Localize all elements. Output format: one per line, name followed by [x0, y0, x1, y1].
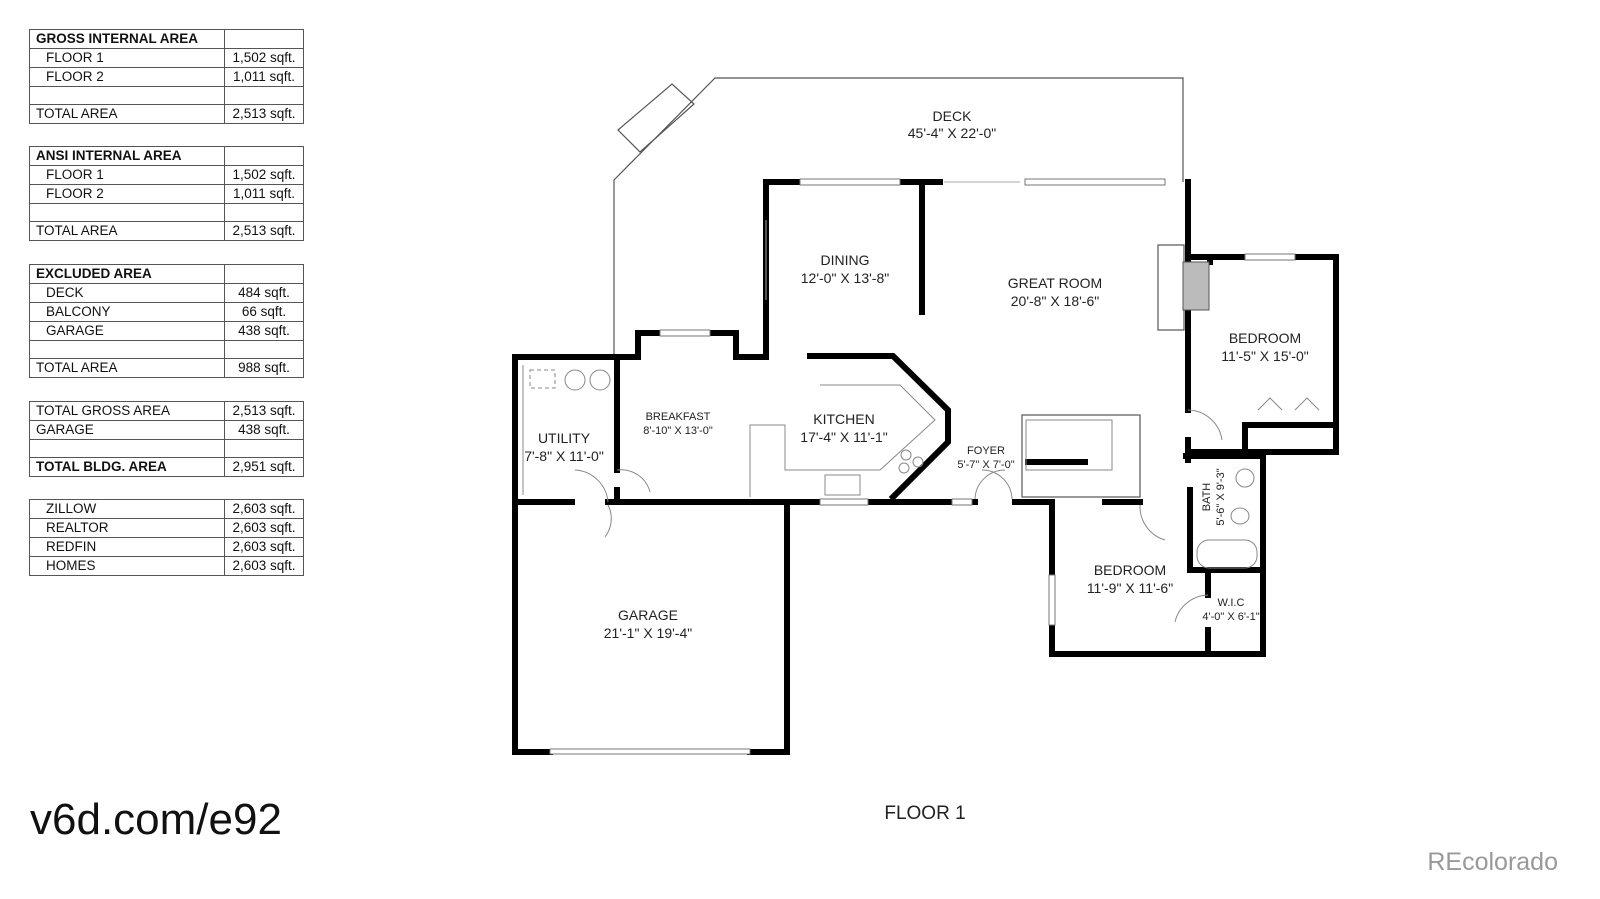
windows [549, 178, 1296, 755]
row-value: 1,502 sqft. [224, 165, 304, 185]
bath-name: BATH [1201, 483, 1213, 512]
dining-dim: 12'-0" X 13'-8" [801, 270, 889, 286]
foyer-name: FOYER [967, 445, 1005, 457]
total-value: 988 sqft. [224, 358, 304, 378]
row-label: TOTAL GROSS AREA [29, 401, 225, 421]
row-label: FLOOR 1 [29, 165, 225, 185]
row-label: HOMES [29, 556, 225, 576]
row-value: 2,603 sqft. [224, 556, 304, 576]
row-value: 1,011 sqft. [224, 67, 304, 87]
room-labels: DECK 45'-4" X 22'-0" DINING 12'-0" X 13'… [524, 108, 1309, 824]
kitchen-dim: 17'-4" X 11'-1" [800, 429, 887, 445]
foyer-dim: 5'-7" X 7'-0" [957, 459, 1014, 471]
bedroom2-name: BEDROOM [1094, 562, 1166, 578]
garage-dim: 21'-1" X 19'-4" [604, 625, 692, 641]
deck-name: DECK [933, 108, 973, 124]
breakfast-dim: 8'-10" X 13'-0" [643, 425, 713, 437]
floor-label: FLOOR 1 [884, 803, 965, 824]
utility-name: UTILITY [538, 430, 591, 446]
bedroom2-dim: 11'-9" X 11'-6" [1087, 580, 1173, 596]
row-label: GARAGE [29, 321, 225, 341]
garage-name: GARAGE [618, 607, 678, 623]
great-room-name: GREAT ROOM [1008, 275, 1102, 291]
total-label: TOTAL BLDG. AREA [29, 457, 225, 477]
row-label: GARAGE [29, 420, 225, 440]
bedroom1-dim: 11'-5" X 15'-0" [1221, 348, 1308, 364]
row-label: REALTOR [29, 518, 225, 538]
tour-url: v6d.com/e92 [30, 795, 282, 844]
wic-dim: 4'-0" X 6'-1" [1202, 611, 1259, 623]
wic-name: W.I.C [1218, 597, 1245, 609]
bedroom1-name: BEDROOM [1229, 330, 1301, 346]
brand-watermark: REcolorado [1427, 848, 1558, 876]
deck-outline [613, 77, 1184, 355]
row-value: 438 sqft. [224, 420, 304, 440]
walls [512, 179, 1339, 755]
table-header: ANSI INTERNAL AREA [29, 146, 225, 166]
total-value: 2,951 sqft. [224, 457, 304, 477]
total-label: TOTAL AREA [29, 104, 225, 124]
breakfast-name: BREAKFAST [646, 411, 711, 423]
row-value: 66 sqft. [224, 302, 304, 322]
utility-dim: 7'-8" X 11'-0" [524, 448, 604, 464]
total-value: 2,513 sqft. [224, 221, 304, 241]
dining-name: DINING [821, 252, 870, 268]
total-label: TOTAL AREA [29, 358, 225, 378]
row-label: BALCONY [29, 302, 225, 322]
bath-dim: 5'-6" X 9'-3" [1215, 468, 1227, 525]
deck-dim: 45'-4" X 22'-0" [908, 125, 996, 141]
row-value: 2,513 sqft. [224, 401, 304, 421]
row-value: 484 sqft. [224, 283, 304, 303]
great-room-dim: 20'-8" X 18'-6" [1011, 293, 1099, 309]
total-value: 2,513 sqft. [224, 104, 304, 124]
fixtures [522, 244, 1320, 623]
kitchen-name: KITCHEN [813, 411, 874, 427]
deck-bench [617, 83, 695, 153]
